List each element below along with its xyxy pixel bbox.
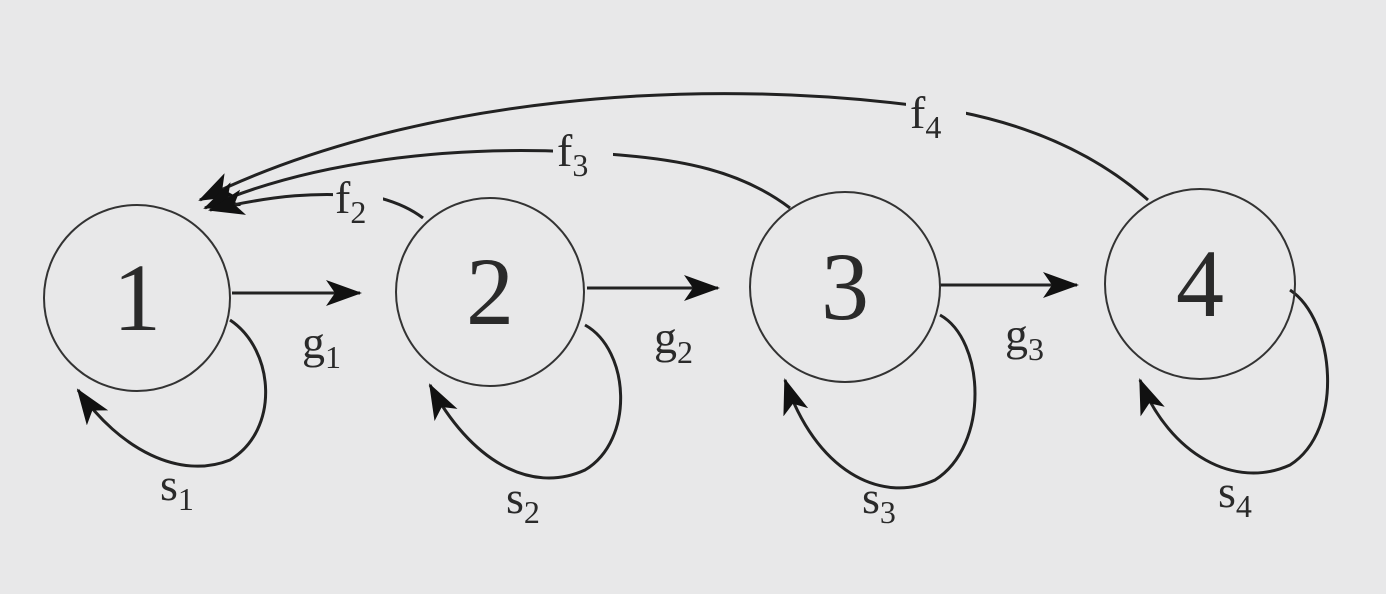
node-2: 2	[395, 197, 585, 387]
label-f3-sub: 3	[572, 147, 588, 183]
label-g2: g2	[654, 312, 693, 370]
label-s4-main: s	[1218, 466, 1236, 517]
label-f2-main: f	[335, 172, 351, 223]
label-s2-sub: 2	[524, 494, 540, 530]
label-s2: s2	[506, 472, 540, 530]
node-4-label: 4	[1176, 230, 1224, 337]
label-f4: f4	[910, 87, 941, 145]
self-loop-3	[783, 313, 977, 490]
label-f2: f2	[335, 172, 366, 230]
edge-f4	[198, 92, 1149, 202]
node-1-label: 1	[113, 244, 161, 351]
label-g3-sub: 3	[1028, 331, 1044, 367]
label-s4: s4	[1218, 466, 1252, 524]
edge-f2	[208, 189, 424, 220]
label-s3: s3	[862, 472, 896, 530]
label-f4-main: f	[910, 87, 926, 138]
label-f2-sub: 2	[350, 194, 366, 230]
label-g1-main: g	[302, 317, 325, 368]
node-3-label: 3	[821, 233, 869, 340]
label-g1: g1	[302, 317, 341, 375]
label-g3: g3	[1005, 309, 1044, 367]
label-g2-sub: 2	[677, 334, 693, 370]
label-f3: f3	[557, 125, 588, 183]
node-4: 4	[1104, 188, 1296, 380]
label-s4-sub: 4	[1236, 488, 1252, 524]
label-g1-sub: 1	[325, 339, 341, 375]
label-g2-main: g	[654, 312, 677, 363]
label-s1: s1	[160, 459, 194, 517]
label-s2-main: s	[506, 472, 524, 523]
node-3: 3	[749, 191, 941, 383]
edge-f3	[203, 149, 791, 210]
label-g3-main: g	[1005, 309, 1028, 360]
node-2-label: 2	[466, 238, 514, 345]
label-s3-main: s	[862, 472, 880, 523]
label-f3-main: f	[557, 125, 573, 176]
label-s3-sub: 3	[880, 494, 896, 530]
node-1: 1	[43, 204, 231, 392]
label-f4-sub: 4	[925, 109, 941, 145]
self-loop-2	[428, 323, 623, 480]
self-loop-1	[76, 318, 268, 468]
label-s1-main: s	[160, 459, 178, 510]
self-loop-4	[1138, 288, 1329, 475]
label-s1-sub: 1	[178, 481, 194, 517]
